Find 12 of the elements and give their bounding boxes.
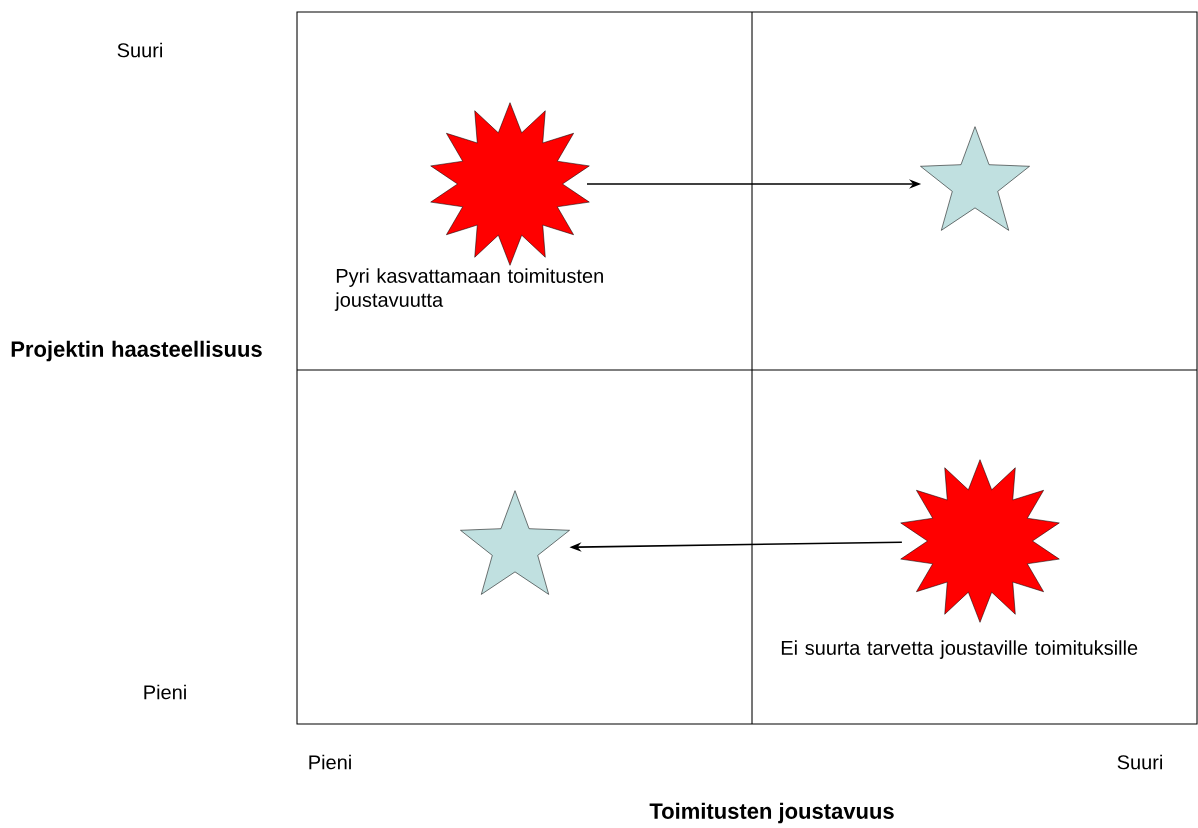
burst-shape	[900, 459, 1060, 623]
axis-label: Suuri	[1117, 754, 1162, 770]
axis-label: Suuri	[117, 42, 162, 58]
note-text: Pyri kasvattamaan toimitusten joustavuutta	[334, 268, 603, 311]
axis-label: Pieni	[144, 684, 186, 700]
axis-title: Toimitusten joustavuus	[649, 802, 894, 824]
star-shape	[460, 490, 570, 595]
axis-title: Projektin haasteellisuus	[11, 340, 262, 362]
axis-label: Pieni	[309, 754, 351, 770]
note-text: Ei suurta tarvetta joustaville toimituksille	[781, 640, 1138, 659]
burst-shape	[430, 102, 590, 266]
star-shape	[920, 126, 1030, 231]
